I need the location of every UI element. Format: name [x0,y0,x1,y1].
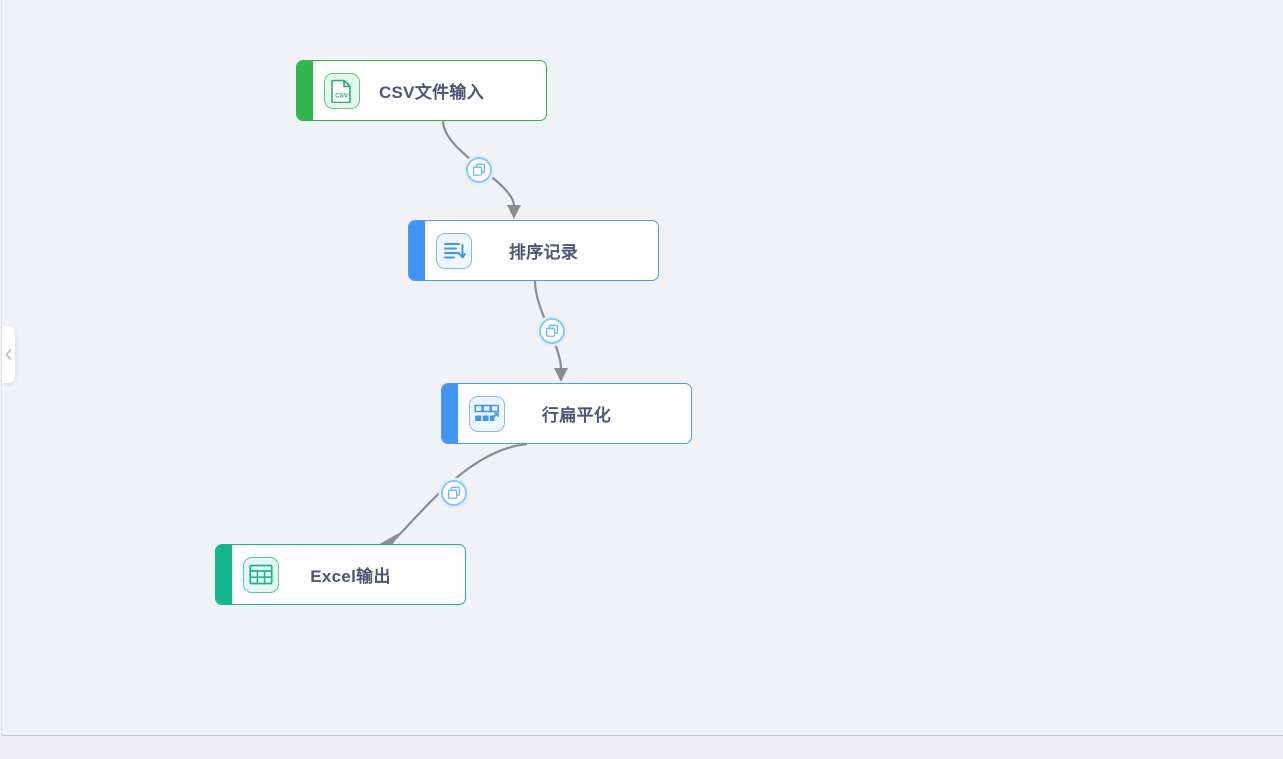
node-label: 行扁平化 [541,406,612,425]
node-accent-bar [442,384,458,443]
node-accent-bar [409,221,425,280]
chevron-left-icon [5,349,12,360]
node-body: 排序记录 [425,224,655,277]
node-body: CSV CSV文件输入 [313,64,543,117]
node-label: 排序记录 [508,243,579,262]
sort-records-icon [436,232,472,269]
edge-badge-duplicate-1[interactable] [466,157,492,183]
duplicate-icon [472,163,486,176]
node-csv-input[interactable]: CSV CSV文件输入 [296,60,547,121]
node-label: Excel输出 [310,567,391,586]
node-row-flatten[interactable]: 行扁平化 [441,383,692,444]
row-flatten-icon [469,395,505,432]
edge-layer [378,120,568,546]
excel-table-icon [243,556,279,593]
node-accent-bar [216,545,232,604]
node-body: 行扁平化 [458,387,688,440]
node-label: CSV文件输入 [378,83,485,102]
edge-badge-duplicate-2[interactable] [539,318,565,344]
bottom-bar [0,737,1283,759]
svg-text:CSV: CSV [335,92,349,99]
node-accent-bar [297,61,313,120]
edge-badge-duplicate-3[interactable] [441,480,467,506]
csv-file-icon: CSV [324,72,360,109]
node-sort-records[interactable]: 排序记录 [408,220,659,281]
duplicate-icon [545,324,559,337]
collapse-panel-handle[interactable] [2,326,15,383]
duplicate-icon [447,486,461,499]
workflow-canvas[interactable]: CSV CSV文件输入 [1,0,1283,736]
node-body: Excel输出 [232,548,462,601]
node-excel-output[interactable]: Excel输出 [215,544,466,605]
